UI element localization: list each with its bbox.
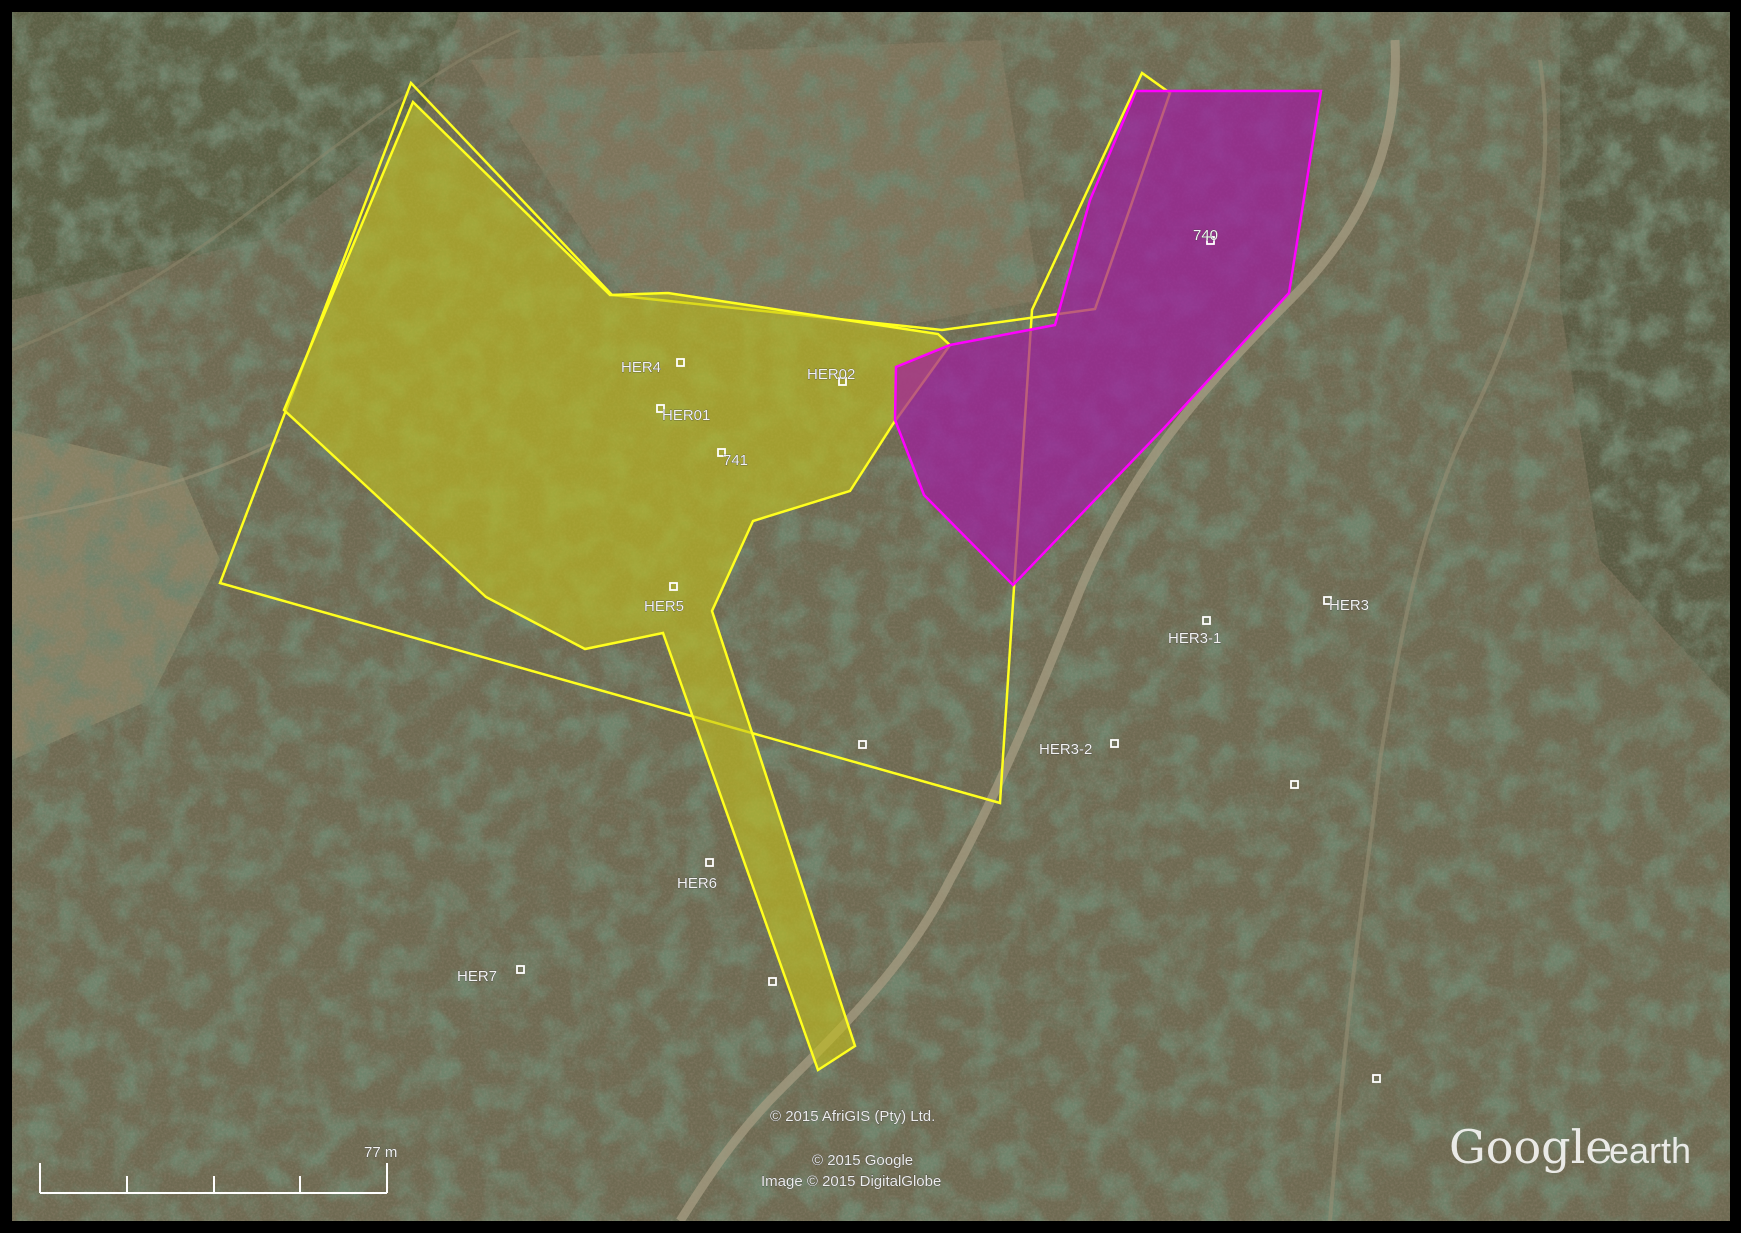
label-her02: HER02 — [807, 366, 855, 383]
terrace-line — [12, 438, 281, 522]
label-740: 740 — [1193, 227, 1218, 244]
placemark-her02-icon[interactable] — [838, 377, 847, 386]
magenta-survey-area[interactable] — [893, 89, 1323, 587]
label-her4: HER4 — [621, 359, 661, 376]
placemark-740-icon[interactable] — [1206, 236, 1215, 245]
dirt-road — [676, 39, 1400, 1221]
scale-bar-label: 77 m — [364, 1144, 397, 1161]
label-741: 741 — [723, 452, 748, 469]
placemark-unlabeled-icon[interactable] — [1290, 780, 1299, 789]
placemark-her4-icon[interactable] — [676, 358, 685, 367]
placemark-741-icon[interactable] — [717, 448, 726, 457]
imagery — [12, 12, 1730, 1221]
attribution-google: © 2015 Google — [812, 1152, 913, 1169]
terrace-line — [12, 28, 521, 352]
google-earth-logo: Google earth — [1449, 1120, 1691, 1174]
placemark-her3-icon[interactable] — [1323, 596, 1332, 605]
label-her01: HER01 — [662, 407, 710, 424]
placemark-unlabeled-icon[interactable] — [858, 740, 867, 749]
placemark-her01-icon[interactable] — [656, 404, 665, 413]
scale-bar — [39, 1163, 388, 1194]
yellow-survey-area[interactable] — [282, 99, 952, 1072]
placemark-her3-2-icon[interactable] — [1110, 739, 1119, 748]
attribution-digitalglobe: Image © 2015 DigitalGlobe — [761, 1173, 941, 1190]
label-her3: HER3 — [1329, 597, 1369, 614]
label-her3-1: HER3-1 — [1168, 630, 1221, 647]
label-her3-2: HER3-2 — [1039, 741, 1092, 758]
attribution-afrigis: © 2015 AfriGIS (Pty) Ltd. — [770, 1108, 935, 1125]
placemark-her3-1-icon[interactable] — [1202, 616, 1211, 625]
placemark-her7-icon[interactable] — [516, 965, 525, 974]
placemark-unlabeled-icon[interactable] — [768, 977, 777, 986]
logo-google-text: Google — [1449, 1120, 1613, 1174]
ground-grain — [12, 12, 1730, 1221]
dirt-track — [1328, 59, 1548, 1221]
label-her7: HER7 — [457, 968, 497, 985]
placemark-unlabeled-icon[interactable] — [1372, 1074, 1381, 1083]
placemarks — [516, 236, 1381, 1083]
label-her6: HER6 — [677, 875, 717, 892]
label-her5: HER5 — [644, 598, 684, 615]
placemark-her6-icon[interactable] — [705, 858, 714, 867]
logo-earth-text: earth — [1609, 1130, 1691, 1171]
placemark-her5-icon[interactable] — [669, 582, 678, 591]
